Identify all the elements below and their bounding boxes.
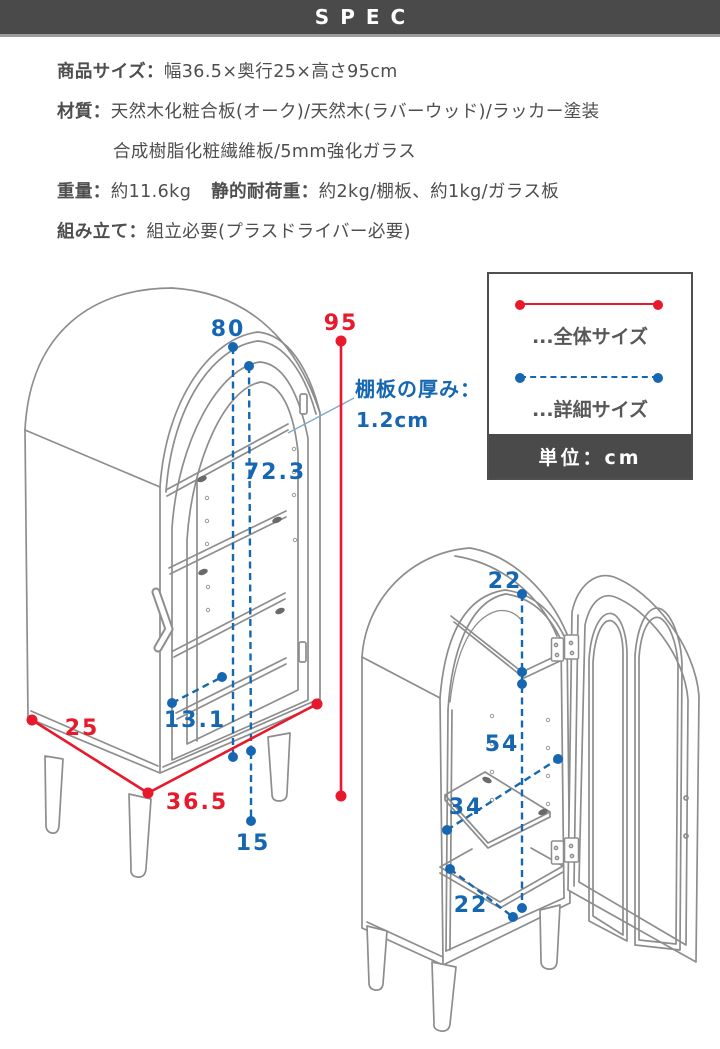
- spec-line-assembly: 組み立て：組立必要(プラスドライバー必要): [57, 212, 697, 252]
- dim-total-height: 95: [324, 311, 359, 336]
- peg-holes: [204, 446, 298, 613]
- shelf-pegs: [197, 475, 285, 615]
- legend-box: ...全体サイズ ...詳細サイズ 単位：cm: [487, 272, 693, 480]
- spec-size-label: 商品サイズ：: [57, 62, 164, 82]
- spec-line-weight: 重量：約11.6kg 静的耐荷重：約2kg/棚板、約1kg/ガラス板: [57, 172, 697, 212]
- door-latch: [299, 393, 308, 415]
- shelf-pegs: [482, 776, 548, 816]
- detail-dimension-lines: [171, 347, 559, 918]
- dim-leg-height: 15: [236, 831, 271, 856]
- door-screw: [683, 833, 689, 839]
- dimension-diagram: 80 95 72.3 25 36.5 13.1 15 22 54 34 22 棚…: [24, 287, 700, 1032]
- dim-depth: 25: [65, 716, 100, 741]
- detail-dimension-dots: [167, 342, 563, 922]
- spec-weight-value: 約11.6kg: [110, 182, 192, 202]
- legend-overall-line: [515, 300, 663, 310]
- legend-unit-label: 単位：cm: [538, 446, 642, 469]
- spec-line-size: 商品サイズ：幅36.5×奥行25×高さ95cm: [57, 52, 697, 92]
- spec-text-block: 商品サイズ：幅36.5×奥行25×高さ95cm 材質：天然木化粧合板(オーク)/…: [57, 52, 697, 252]
- dim-inner-depth: 22: [454, 893, 489, 918]
- red-dot-icon: [515, 300, 525, 310]
- blue-dot-icon: [653, 373, 663, 383]
- dim-body-height: 80: [211, 317, 246, 342]
- dim-door-height: 72.3: [244, 460, 306, 485]
- dim-bottom-inner-depth: 13.1: [164, 708, 226, 733]
- page-title: SPEC: [314, 5, 417, 29]
- cabinet-closed-view: [24, 287, 321, 878]
- callout-pointer-line: [287, 397, 355, 434]
- legend-detail-label: ...詳細サイズ: [531, 399, 649, 421]
- legend-detail-line: [515, 373, 663, 383]
- overall-dimension-dots: [26, 335, 347, 802]
- spec-assembly-label: 組み立て：: [57, 222, 147, 242]
- spec-load-label: 静的耐荷重：: [211, 182, 319, 202]
- dim-top-inner-height: 22: [488, 569, 523, 594]
- dim-lower-inner-height: 54: [485, 732, 520, 757]
- dim-shelf-width: 34: [449, 795, 484, 820]
- legend-overall-label: ...全体サイズ: [531, 326, 649, 348]
- door-handle-icon: [151, 587, 174, 653]
- dim-width: 36.5: [166, 790, 228, 815]
- overall-dimension-lines: [31, 341, 343, 796]
- spec-line-material2: 合成樹脂化粧繊維板/5mm強化ガラス: [57, 132, 697, 172]
- spec-material-value2: 合成樹脂化粧繊維板/5mm強化ガラス: [113, 142, 416, 162]
- door-latch: [298, 641, 307, 663]
- spec-assembly-value: 組立必要(プラスドライバー必要): [146, 222, 411, 242]
- cabinet-leg: [128, 793, 152, 878]
- cabinet-leg: [539, 904, 561, 970]
- legend-unit-footer: 単位：cm: [489, 434, 691, 478]
- peg-holes: [489, 713, 551, 807]
- shelf-thickness-callout-line2: 1.2cm: [356, 408, 429, 432]
- spec-weight-label: 重量：: [57, 182, 111, 202]
- spec-material-label: 材質：: [57, 102, 111, 122]
- cabinet-leg: [267, 732, 291, 802]
- red-dot-icon: [653, 300, 663, 310]
- spec-load-value: 約2kg/棚板、約1kg/ガラス板: [318, 182, 560, 202]
- header-bar: SPEC: [0, 0, 720, 37]
- cabinet-leg: [44, 755, 64, 834]
- spec-material-value: 天然木化粧合板(オーク)/天然木(ラバーウッド)/ラッカー塗装: [110, 102, 600, 122]
- blue-dot-icon: [515, 373, 525, 383]
- hinge-icon: [550, 634, 580, 662]
- spec-line-material: 材質：天然木化粧合板(オーク)/天然木(ラバーウッド)/ラッカー塗装: [57, 92, 697, 132]
- cabinet-open-view: [361, 547, 700, 1032]
- cabinet-leg: [431, 961, 457, 1032]
- door-screw: [683, 795, 689, 801]
- spec-size-value: 幅36.5×奥行25×高さ95cm: [163, 62, 398, 82]
- cabinet-leg: [366, 925, 388, 991]
- shelf-thickness-callout-line1: 棚板の厚み：: [355, 377, 481, 401]
- hinge-icon: [550, 837, 580, 865]
